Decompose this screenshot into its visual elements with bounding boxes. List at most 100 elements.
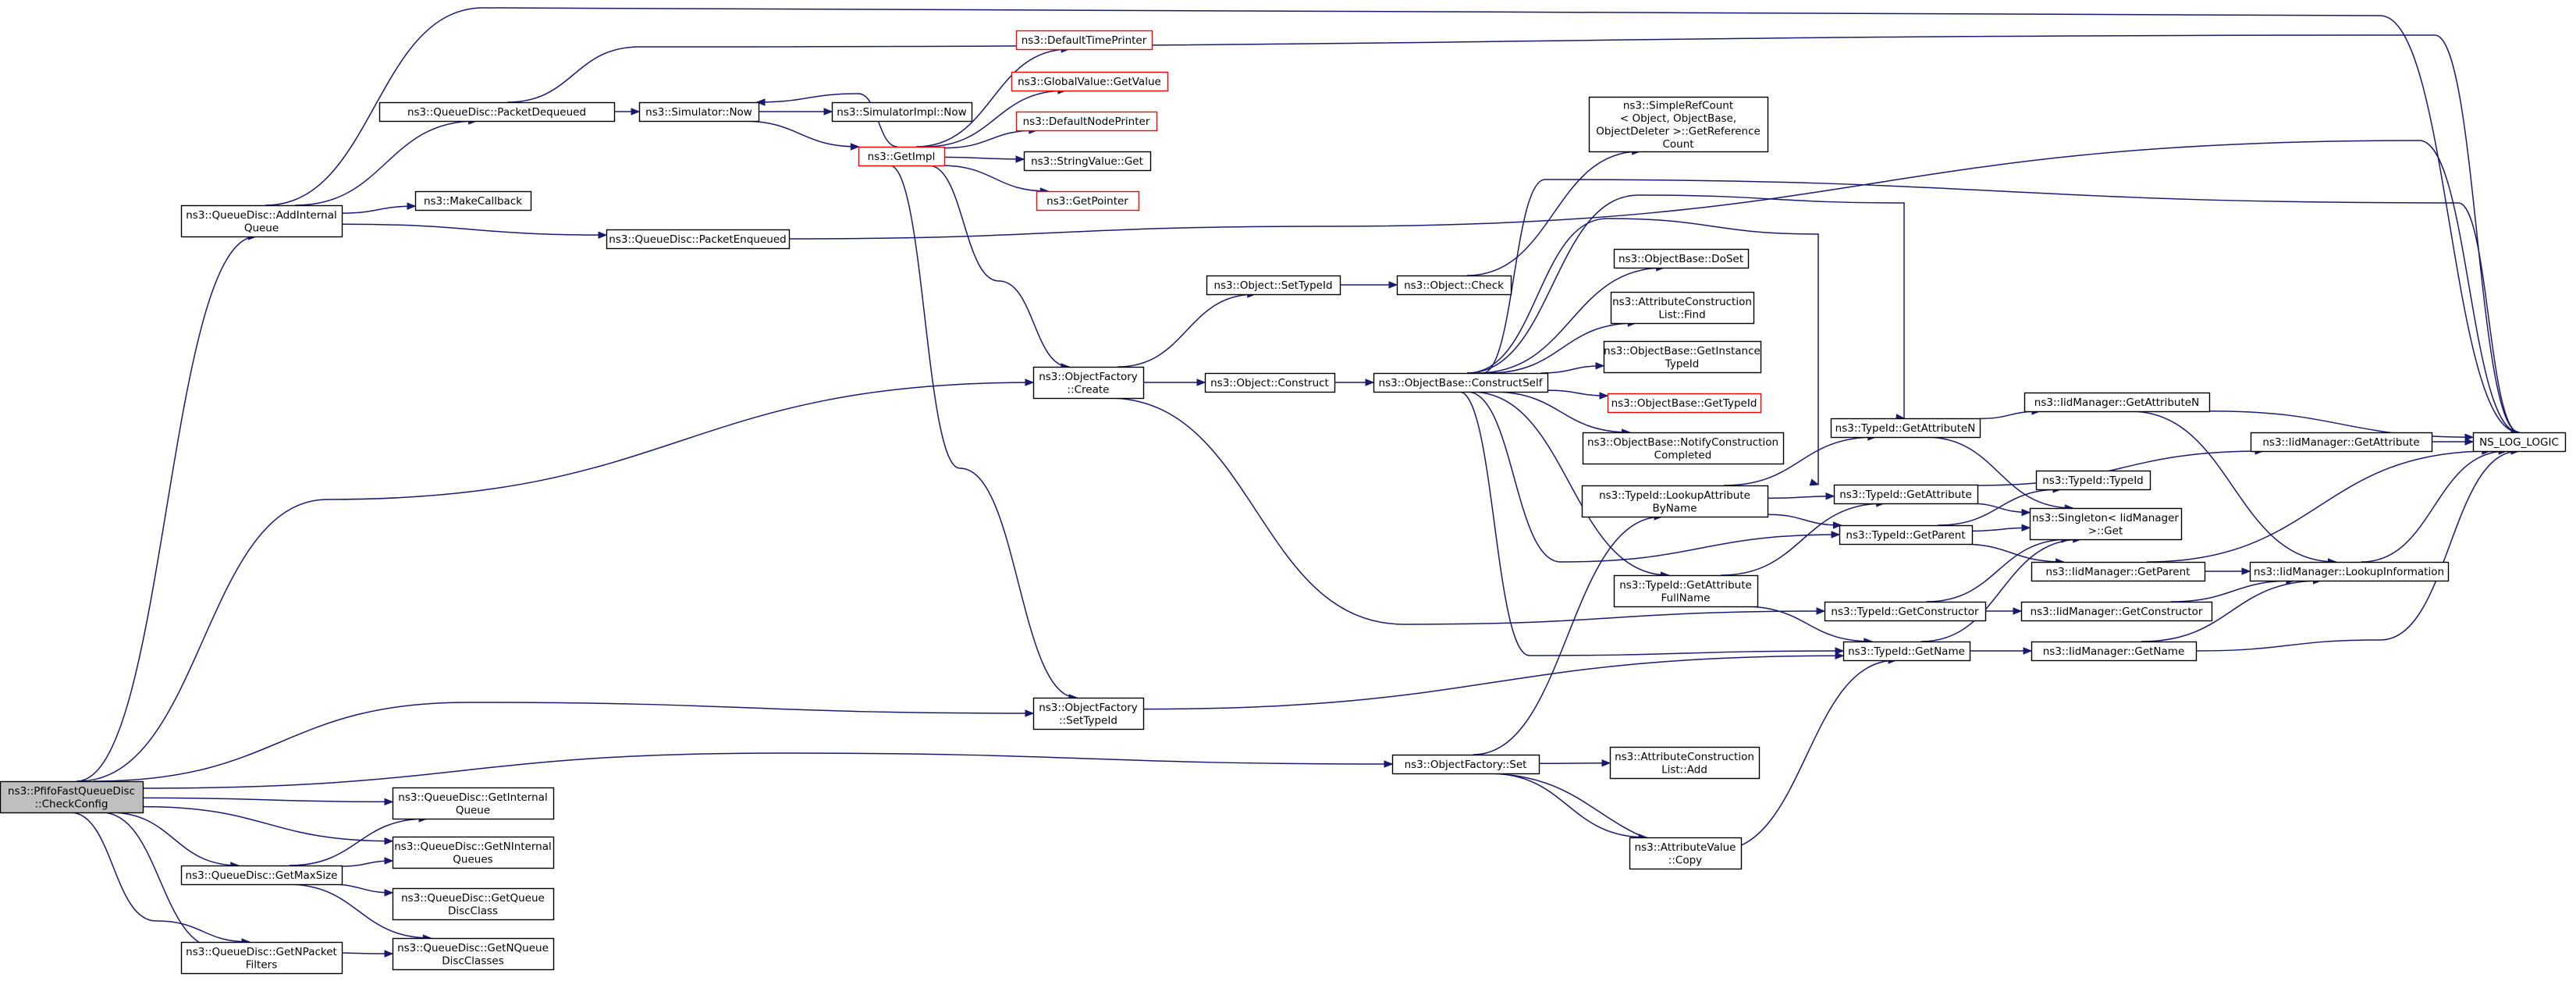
function-node-iidGetAttributeN[interactable]: ns3::IidManager::GetAttributeN xyxy=(2023,392,2211,413)
node-box xyxy=(0,780,144,814)
function-node-packetEnqueued[interactable]: ns3::QueueDisc::PacketEnqueued xyxy=(606,229,791,250)
call-edge-line xyxy=(1540,364,1604,374)
function-node-doSet[interactable]: ns3::ObjectBase::DoSet xyxy=(1613,248,1750,269)
node-label: ns3::AttributeConstruction xyxy=(1615,751,1754,763)
node-label: ns3::Singleton< IidManager xyxy=(2032,512,2179,524)
function-node-objectFactorySetTypeId[interactable]: ns3::ObjectFactory::SetTypeId xyxy=(1032,697,1145,730)
call-edge-getImpl-to-simulatorNow xyxy=(755,93,898,148)
node-label: FullName xyxy=(1661,592,1711,604)
call-edge-line xyxy=(788,140,2520,433)
node-box xyxy=(180,941,343,975)
function-node-simulatorImplNow[interactable]: ns3::SimulatorImpl::Now xyxy=(831,101,973,123)
function-node-makeCallback[interactable]: ns3::MakeCallback xyxy=(414,190,532,211)
node-label: List::Find xyxy=(1658,308,1705,321)
function-node-objectCheck[interactable]: ns3::Object::Check xyxy=(1396,275,1512,296)
function-node-objectFactoryCreate[interactable]: ns3::ObjectFactory::Create xyxy=(1032,366,1145,400)
function-node-stringValueGet[interactable]: ns3::StringValue::Get xyxy=(1023,151,1152,172)
call-edge-line xyxy=(1979,411,2041,420)
node-label: DiscClass xyxy=(448,905,498,917)
call-edge-line xyxy=(2361,450,2507,563)
function-node-defaultTimePrinter[interactable]: ns3::DefaultTimePrinter xyxy=(1015,30,1153,51)
function-node-typeIdGetName[interactable]: ns3::TypeId::GetName xyxy=(1842,641,1971,662)
arrowhead-icon xyxy=(2021,508,2031,517)
arrowhead-icon xyxy=(2464,438,2475,446)
function-node-iidGetAttribute[interactable]: ns3::IidManager::GetAttribute xyxy=(2250,432,2433,453)
function-node-objectBaseGetTypeId[interactable]: ns3::ObjectBase::GetTypeId xyxy=(1607,393,1762,414)
call-edge-typeIdGetAttribute-to-singletonGet xyxy=(1968,503,2031,517)
call-edge-line xyxy=(1960,543,2064,563)
node-label: ns3::SimpleRefCount xyxy=(1623,99,1733,112)
function-node-typeIdGetAttribute[interactable]: ns3::TypeId::GetAttribute xyxy=(1833,484,1979,505)
call-edge-line xyxy=(943,156,1025,160)
node-box xyxy=(2031,561,2206,582)
call-edge-line xyxy=(943,130,1037,149)
function-node-iidGetConstructor[interactable]: ns3::IidManager::GetConstructor xyxy=(2020,601,2213,622)
node-box xyxy=(1032,697,1145,730)
call-edge-root-to-objectFactorySetTypeId xyxy=(93,702,1035,782)
function-node-objectSetTypeId[interactable]: ns3::Object::SetTypeId xyxy=(1206,275,1341,296)
function-node-globalValueGetValue[interactable]: ns3::GlobalValue::GetValue xyxy=(1011,71,1169,92)
call-edge-objectConstruct-to-constructSelf xyxy=(1334,379,1375,386)
arrowhead-icon xyxy=(1015,155,1025,163)
function-node-notifyConstructionCompleted[interactable]: ns3::ObjectBase::NotifyConstructionCompl… xyxy=(1582,432,1785,465)
node-label: < Object, ObjectBase, xyxy=(1620,112,1736,125)
call-edge-line xyxy=(756,93,898,148)
function-node-packetDequeued[interactable]: ns3::QueueDisc::PacketDequeued xyxy=(378,101,616,123)
call-edge-line xyxy=(1473,516,1663,755)
function-node-typeIdGetParent[interactable]: ns3::TypeId::GetParent xyxy=(1839,524,1974,546)
arrowhead-icon xyxy=(1835,652,1845,659)
call-edge-simulatorNow-to-getImpl xyxy=(741,120,860,151)
node-box xyxy=(1011,71,1169,92)
function-node-simpleRefCount[interactable]: ns3::SimpleRefCount< Object, ObjectBase,… xyxy=(1588,96,1769,153)
function-node-typeIdTypeId[interactable]: ns3::TypeId::TypeId xyxy=(2035,470,2151,491)
arrowhead-icon xyxy=(598,231,608,239)
function-node-typeIdGetAttributeN[interactable]: ns3::TypeId::GetAttributeN xyxy=(1830,418,1981,439)
node-box xyxy=(1824,601,1987,622)
function-node-objectFactorySet[interactable]: ns3::ObjectFactory::Set xyxy=(1391,754,1540,775)
node-box xyxy=(638,101,760,123)
node-label: ns3::QueueDisc::GetNInternal xyxy=(394,841,552,853)
function-node-attributeValueCopy[interactable]: ns3::AttributeValue::Copy xyxy=(1629,837,1743,870)
function-node-typeIdGetConstructor[interactable]: ns3::TypeId::GetConstructor xyxy=(1824,601,1987,622)
call-edge-line xyxy=(1142,655,1844,710)
call-edge-line xyxy=(1482,179,2520,433)
call-edge-line xyxy=(1920,538,2081,642)
call-edge-lookupAttributeByName-to-typeIdGetAttribute xyxy=(1767,492,1835,500)
node-box xyxy=(2035,470,2151,491)
call-edge-line xyxy=(506,34,2520,433)
node-box xyxy=(1581,485,1769,518)
function-node-nsLogLogic[interactable]: NS_LOG_LOGIC xyxy=(2472,432,2567,453)
node-box xyxy=(1609,746,1761,780)
node-label: ns3::QueueDisc::GetNQueue xyxy=(397,942,549,954)
call-edge-objectFactoryCreate-to-objectConstruct xyxy=(1143,379,1206,386)
function-node-getMaxSize[interactable]: ns3::QueueDisc::GetMaxSize xyxy=(180,865,343,886)
function-node-iidGetName[interactable]: ns3::IidManager::GetName xyxy=(2031,641,2198,662)
call-edge-line xyxy=(928,165,1070,368)
function-node-iidGetParent[interactable]: ns3::IidManager::GetParent xyxy=(2031,561,2206,582)
function-node-iidLookupInformation[interactable]: ns3::IidManager::LookupInformation xyxy=(2249,561,2450,582)
function-node-getImpl[interactable]: ns3::GetImpl xyxy=(858,146,946,167)
call-edge-line xyxy=(76,236,257,782)
arrowhead-icon xyxy=(2013,607,2023,615)
node-box xyxy=(392,887,555,921)
function-node-simulatorNow[interactable]: ns3::Simulator::Now xyxy=(638,101,760,123)
call-edge-objectFactoryCreate-to-typeIdGetConstructor xyxy=(1107,397,1826,625)
function-node-getPointer[interactable]: ns3::GetPointer xyxy=(1036,190,1140,211)
node-box xyxy=(180,865,343,886)
function-node-objectConstruct[interactable]: ns3::Object::Construct xyxy=(1204,372,1336,393)
function-node-singletonGet[interactable]: ns3::Singleton< IidManager >::Get xyxy=(2029,507,2183,541)
function-node-constructSelf[interactable]: ns3::ObjectBase::ConstructSelf xyxy=(1373,372,1549,393)
node-label: ns3::TypeId::GetAttribute xyxy=(1839,489,1972,501)
function-node-defaultNodePrinter[interactable]: ns3::DefaultNodePrinter xyxy=(1015,111,1158,132)
